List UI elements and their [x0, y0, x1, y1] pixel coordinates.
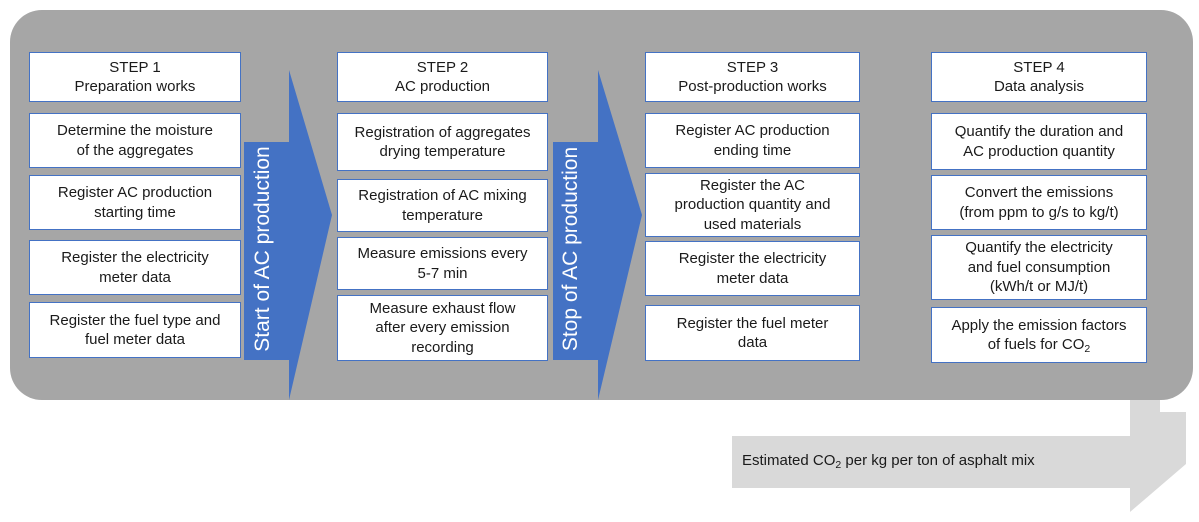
step-3-item-3: Register the electricity meter data	[645, 241, 860, 296]
step-3-item-1-line-2: ending time	[713, 141, 792, 159]
step-4-item-2-line-2: (from ppm to g/s to kg/t)	[959, 203, 1119, 221]
step-1-header: STEP 1 Preparation works	[29, 52, 241, 102]
step-3-item-4: Register the fuel meter data	[645, 305, 860, 361]
step-2-item-3-line-1: Measure emissions every	[357, 245, 528, 262]
step-4-item-4: Apply the emission factors of fuels for …	[931, 307, 1147, 363]
estimate-subscript: 2	[835, 459, 842, 472]
step-4-item-3-line-1: Quantify the electricity	[965, 239, 1113, 257]
step-3-item-4-line-2: data	[737, 334, 768, 351]
step-1-item-4: Register the fuel type and fuel meter dat…	[29, 302, 241, 358]
start-production-arrow	[244, 70, 332, 400]
step-1-item-2-line-1: Register AC production	[57, 184, 213, 201]
step-1-item-2: Register AC production starting time	[29, 175, 241, 230]
step-2-item-3: Measure emissions every 5-7 min	[337, 237, 548, 290]
step-3-title: STEP 3	[726, 58, 779, 76]
estimate-suffix: per kg per ton of asphalt mix	[841, 452, 1035, 469]
step-2-item-1: Registration of aggregates drying tempera…	[337, 113, 548, 171]
step-2-item-2-line-2: temperature	[402, 206, 483, 224]
step-3-item-2-line-1: Register the AC	[699, 176, 806, 194]
step-2-item-2-line-1: Registration of AC mixing	[358, 187, 527, 204]
step-1-title: STEP 1	[109, 58, 161, 76]
step-4-item-4-line-1: Apply the emission factors	[951, 316, 1127, 334]
step-1-item-1-line-1: Determine the moisture	[57, 122, 213, 139]
step-2-title: STEP 2	[416, 58, 469, 76]
step-4-item-1-line-2: AC production quantity	[963, 142, 1115, 160]
step-4-item-2-line-1: Convert the emissions	[964, 184, 1114, 201]
step-4-item-1-line-1: Quantify the duration and	[954, 123, 1124, 140]
step-2-subtitle: AC production	[394, 78, 491, 95]
step-4-subtitle: Data analysis	[993, 78, 1085, 95]
step-3-item-2-line-3: used materials	[703, 215, 802, 233]
step-4-header: STEP 4 Data analysis	[931, 52, 1147, 102]
step-1-item-4-line-1: Register the fuel type and	[49, 311, 221, 329]
step-3-item-3-line-2: meter data	[716, 269, 789, 287]
step-4-item-2: Convert the emissions (from ppm to g/s to…	[931, 175, 1147, 230]
step-3-header: STEP 3 Post-production works	[645, 52, 860, 102]
step-1-item-2-line-2: starting time	[94, 203, 176, 221]
step-3-item-1-line-1: Register AC production	[675, 122, 830, 139]
estimate-arrow	[732, 400, 1186, 512]
step-2-item-1-line-1: Registration of aggregates	[354, 123, 531, 141]
step-4-item-3-line-2: and fuel consumption	[967, 258, 1111, 276]
step-2-header: STEP 2 AC production	[337, 52, 548, 102]
step-1-item-3-line-1: Register the electricity	[61, 249, 209, 266]
co2-text: of fuels for CO	[987, 336, 1085, 353]
step-3-subtitle: Post-production works	[678, 78, 827, 95]
step-4-item-3-line-3: (kWh/t or MJ/t)	[989, 278, 1089, 296]
stop-production-label: Stop of AC production	[559, 146, 582, 352]
step-1-subtitle: Preparation works	[74, 78, 196, 95]
co2-subscript: 2	[1084, 343, 1091, 356]
step-4-title: STEP 4	[1013, 58, 1065, 76]
step-1-item-4-line-2: fuel meter data	[84, 331, 186, 348]
stop-production-arrow	[553, 70, 642, 400]
step-1-item-3-line-2: meter data	[99, 268, 171, 286]
step-2-item-2: Registration of AC mixing temperature	[337, 179, 548, 232]
start-production-label: Start of AC production	[251, 146, 274, 352]
step-3-item-3-line-1: Register the electricity	[678, 250, 827, 267]
step-2-item-1-line-2: drying temperature	[379, 143, 506, 160]
step-2-item-4: Measure exhaust flow after every emission…	[337, 295, 548, 361]
estimate-prefix: Estimated CO	[742, 452, 836, 469]
step-4-item-4-line-2: of fuels for CO2	[951, 335, 1126, 355]
step-2-item-4-line-2: after every emission	[375, 319, 510, 337]
estimate-label: Estimated CO2 per kg per ton of asphalt …	[742, 452, 1035, 472]
step-1-item-3: Register the electricity meter data	[29, 240, 241, 295]
step-4-item-1: Quantify the duration and AC production q…	[931, 113, 1147, 170]
step-3-item-1: Register AC production ending time	[645, 113, 860, 168]
step-3-item-2-line-2: production quantity and	[674, 196, 831, 214]
step-1-item-1-line-2: of the aggregates	[76, 141, 194, 159]
step-2-item-4-line-3: recording	[411, 338, 474, 356]
step-2-item-3-line-2: 5-7 min	[417, 264, 468, 282]
step-2-item-4-line-1: Measure exhaust flow	[369, 299, 516, 317]
step-3-item-4-line-1: Register the fuel meter	[676, 314, 829, 332]
step-1-item-1: Determine the moisture of the aggregates	[29, 113, 241, 168]
